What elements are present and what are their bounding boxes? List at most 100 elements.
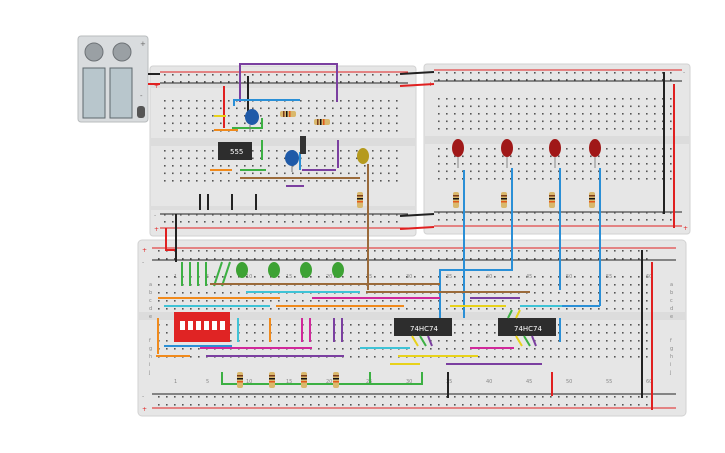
column-number: 10 <box>246 274 252 280</box>
resistor-icon[interactable] <box>453 192 459 208</box>
led-icon[interactable] <box>300 262 312 278</box>
dip-toggle[interactable] <box>196 321 201 330</box>
rail-sign: - <box>154 212 156 219</box>
rail-sign: - <box>142 393 144 400</box>
row-letter: c <box>149 298 152 304</box>
breadboard-labels: aabbccddeeffgghhiijj11551010151520202525… <box>148 274 673 385</box>
led-icon[interactable] <box>332 262 344 278</box>
column-number: 50 <box>566 379 572 385</box>
dip-toggle[interactable] <box>220 321 225 330</box>
column-number: 45 <box>526 274 532 280</box>
row-letter: a <box>670 282 673 288</box>
dip-toggle[interactable] <box>204 321 209 330</box>
resistor-icon[interactable] <box>501 192 507 208</box>
row-letter: a <box>149 282 152 288</box>
capacitor-icon <box>245 109 259 125</box>
column-number: 45 <box>526 379 532 385</box>
row-letter: b <box>149 290 152 296</box>
row-letter: i <box>149 362 150 368</box>
resistor-icon[interactable] <box>589 192 595 208</box>
column-number: 10 <box>246 379 252 385</box>
column-number: 20 <box>326 379 332 385</box>
row-letter: c <box>670 298 673 304</box>
resistor-icon[interactable] <box>314 119 330 125</box>
led-icon[interactable] <box>501 139 513 157</box>
led-yellow-top[interactable] <box>357 148 369 164</box>
resistor-icon[interactable] <box>333 372 339 388</box>
dip-toggle[interactable] <box>212 321 217 330</box>
timer-chip[interactable]: 555 <box>218 142 252 160</box>
electrolytic-capacitor[interactable] <box>300 136 306 154</box>
led-icon[interactable] <box>268 262 280 278</box>
row-letter: i <box>670 362 671 368</box>
row-letter: d <box>149 306 152 312</box>
resistor-icon[interactable] <box>301 372 307 388</box>
column-number: 1 <box>174 379 177 385</box>
row-letter: h <box>670 354 673 360</box>
capacitor-1[interactable] <box>245 109 259 132</box>
rail-sign: + <box>154 226 159 233</box>
led-icon <box>357 148 369 164</box>
row-letter: d <box>670 306 673 312</box>
row-letter: b <box>670 290 673 296</box>
column-number: 5 <box>206 274 209 280</box>
led-icon[interactable] <box>589 139 601 157</box>
green-leds <box>236 262 344 278</box>
logic-wiring <box>156 261 562 398</box>
column-number: 20 <box>326 274 332 280</box>
rail-sign: - <box>142 259 144 266</box>
dip-toggle[interactable] <box>188 321 193 330</box>
column-number: 5 <box>206 379 209 385</box>
row-letter: j <box>669 370 671 376</box>
row-letter: f <box>670 338 672 344</box>
power-wires <box>148 71 675 410</box>
chip-jumpers <box>411 309 537 347</box>
led-icon[interactable] <box>549 139 561 157</box>
column-number: 30 <box>406 274 412 280</box>
column-number: 30 <box>406 379 412 385</box>
breadboard-top-left: - + - + <box>149 65 417 237</box>
resistor-icon[interactable] <box>280 111 296 117</box>
rail-sign: + <box>154 83 159 90</box>
column-number: 25 <box>366 274 372 280</box>
column-number: 60 <box>646 274 652 280</box>
chip-icon <box>394 318 452 336</box>
column-number: 60 <box>646 379 652 385</box>
led-icon[interactable] <box>236 262 248 278</box>
chip-icon <box>218 142 252 160</box>
dip-switch[interactable] <box>174 312 230 342</box>
battery-minus-sign: - <box>140 92 143 100</box>
resistor-icon[interactable] <box>549 192 555 208</box>
timer-chip-label: 555 <box>230 148 243 156</box>
resistors <box>237 111 595 388</box>
capacitor-2[interactable] <box>285 150 299 172</box>
column-number: 40 <box>486 274 492 280</box>
led-icon[interactable] <box>452 139 464 157</box>
rail-sign: - <box>683 69 685 76</box>
dip-toggle[interactable] <box>180 321 185 330</box>
red-leds <box>452 139 601 168</box>
row-letter: f <box>149 338 151 344</box>
capacitor-icon <box>300 136 306 154</box>
resistor-icon[interactable] <box>357 192 363 208</box>
battery-pack[interactable]: + - <box>77 35 149 123</box>
column-number: 35 <box>446 379 452 385</box>
capacitor-icon <box>285 150 299 166</box>
column-number: 15 <box>286 379 292 385</box>
column-number: 15 <box>286 274 292 280</box>
row-letter: e <box>670 314 673 320</box>
column-number: 35 <box>446 274 452 280</box>
resistor-icon[interactable] <box>269 372 275 388</box>
row-letter: g <box>670 346 673 352</box>
rail-sign: + <box>683 225 688 232</box>
column-number: 55 <box>606 379 612 385</box>
battery-plus-sign: + <box>140 40 146 48</box>
flip-flop-chip-a[interactable]: 74HC74 <box>394 318 452 336</box>
flip-flop-chip-b[interactable]: 74HC74 <box>498 318 556 336</box>
column-number: 1 <box>174 274 177 280</box>
rail-sign: + <box>142 406 147 413</box>
row-letter: h <box>149 354 152 360</box>
breadboard-holes <box>158 72 672 406</box>
resistor-icon[interactable] <box>237 372 243 388</box>
column-number: 50 <box>566 274 572 280</box>
